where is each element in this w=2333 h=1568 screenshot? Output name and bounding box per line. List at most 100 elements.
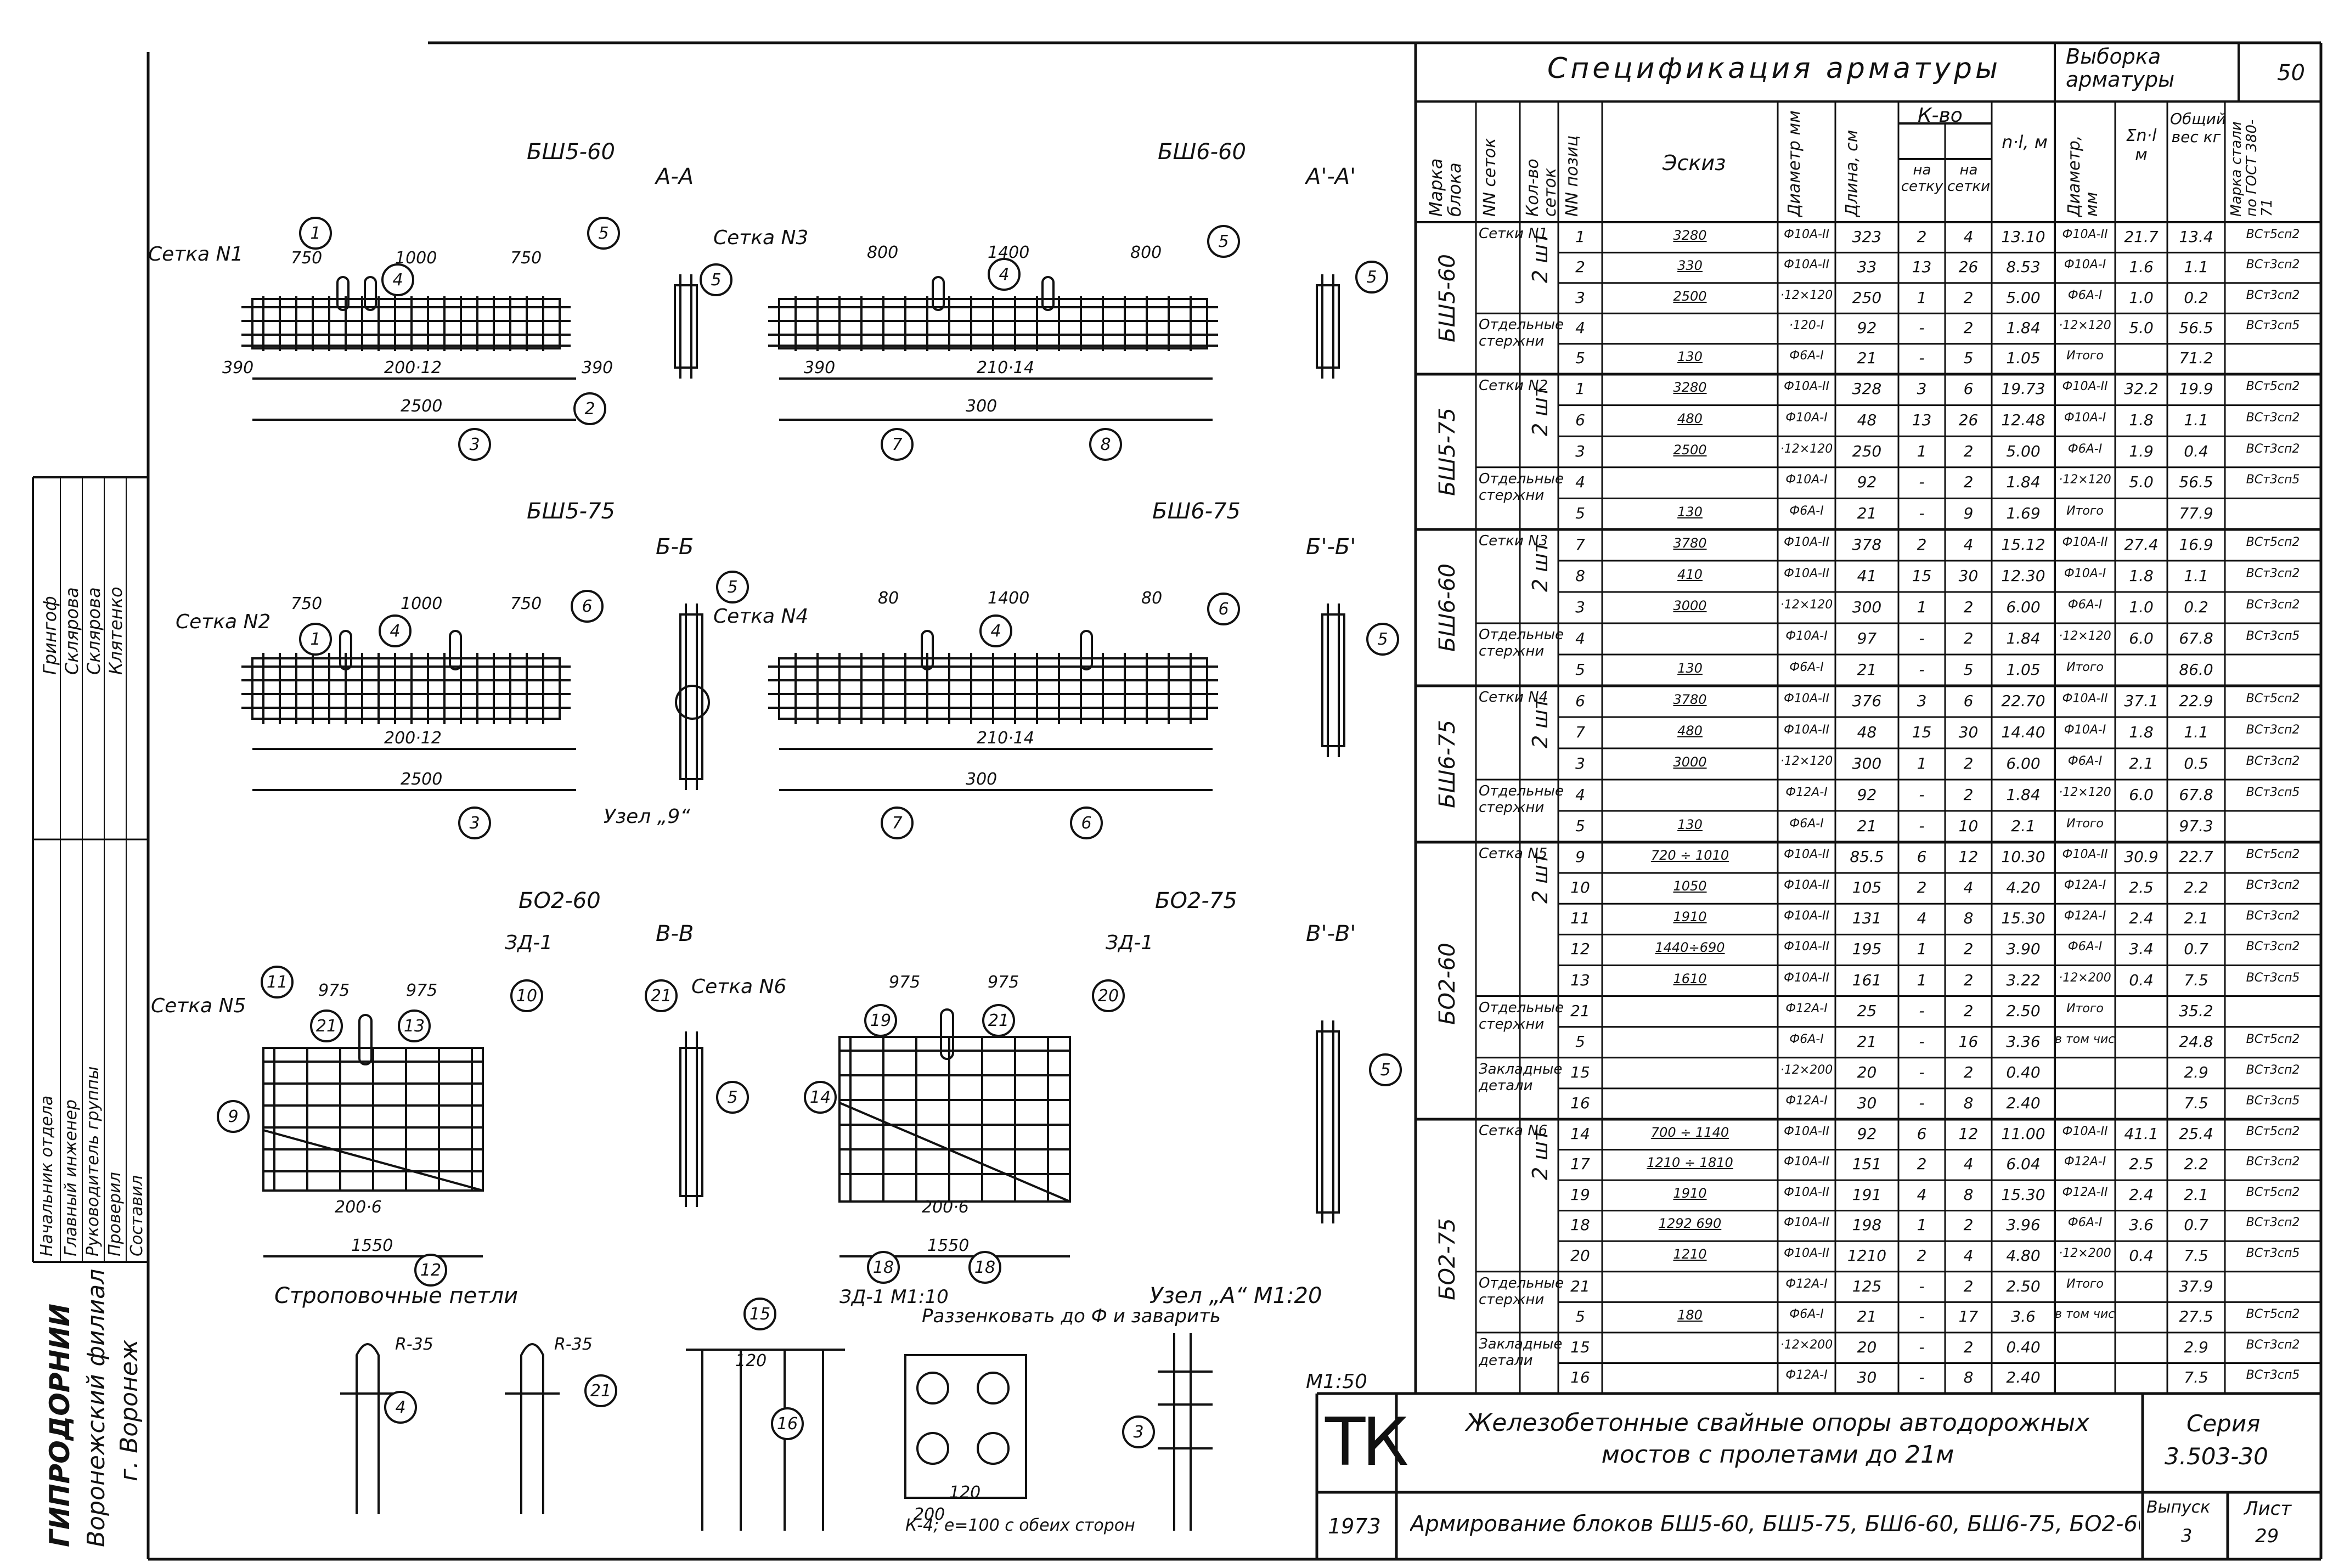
pos-mark: 18 [974,1258,995,1277]
pos-mark: 14 [810,1088,831,1107]
pos-mark: 4 [390,622,400,641]
pos-mark: 13 [404,1017,425,1036]
spec-title: Спецификация арматуры [1547,52,2002,85]
pos-mark: 21 [590,1381,611,1401]
view-title: Строповочные петли [274,1283,518,1308]
view-title: В-В [656,921,694,946]
pos-mark: 6 [1218,600,1229,619]
dim: 800 [1130,243,1162,262]
hdr-s-nl: Σn·l м [2126,126,2157,165]
pos-mark: 5 [598,224,608,243]
dim: 390 [804,358,835,377]
dim: 2500 [401,770,442,789]
view-title: А'-А' [1304,164,1356,189]
dim: 200·12 [384,729,442,748]
view-title: БШ5-60 [527,139,615,165]
pos-mark: 19 [870,1011,891,1030]
dim: 200·6 [922,1198,969,1217]
dim: 975 [406,981,437,1000]
pos-mark: 5 [711,270,721,290]
pos-mark: 6 [1081,814,1091,833]
view-title: Раззенковать до Ф и заварить [922,1305,1221,1327]
dim: 80 [1141,589,1162,608]
view-title: А-А [654,164,694,189]
pos-mark: 12 [420,1261,441,1280]
pos-mark: 9 [228,1107,238,1126]
pos-mark: 16 [777,1414,798,1434]
dim: 975 [988,973,1019,992]
stamp-series-label: Серия [2187,1410,2261,1437]
stamp-issue: 3 [2181,1525,2193,1546]
mesh-label: Сетка N5 [151,995,246,1017]
dim: 750 [510,249,542,268]
pos-mark: 3 [469,435,480,454]
view-title: БО2-60 [519,888,601,913]
dim: 120 [949,1483,980,1502]
view-title: Узел „А“ М1:20 [1149,1283,1322,1308]
pos-mark: 4 [395,1398,405,1417]
hdr-qty-mesh: на сетку [1901,162,1943,195]
dim: 200 [914,1505,945,1524]
pos-mark: 7 [892,435,902,454]
mesh-label: Сетка N2 [176,611,271,633]
dim: 750 [291,594,322,613]
stamp-subtitle: Армирование блоков БШ5-60, БШ5-75, БШ6-6… [1410,1511,2140,1537]
stamp-title: Железобетонные свайные опоры автодорожны… [1466,1409,2090,1469]
pos-mark: 7 [892,814,902,833]
pos-mark: 20 [1098,986,1119,1006]
hdr-qty-all: на сетки [1947,162,1991,195]
dim: 390 [222,358,253,377]
dim: 750 [291,249,322,268]
dim: 1000 [401,594,442,613]
dim: R-35 [554,1335,593,1354]
dim: 210·14 [977,358,1034,377]
pos-mark: 21 [651,986,672,1006]
k4-note: К-4; е=100 с обеих сторон [905,1516,1135,1535]
dim: 200·6 [335,1198,382,1217]
view-title: БШ6-75 [1152,499,1241,524]
mesh-label: Сетка N6 [691,975,786,998]
hdr-sketch: Эскиз [1663,151,1726,175]
view-title: В'-В' [1306,921,1356,946]
dim: 975 [889,973,920,992]
dim: 1000 [395,249,437,268]
dim: 1400 [988,243,1029,262]
stamp-year: 1973 [1328,1514,1381,1538]
pos-mark: 18 [873,1258,894,1277]
dim: 800 [867,243,898,262]
dim: 300 [966,397,997,416]
dim: 750 [510,594,542,613]
dim: 210·14 [977,729,1034,748]
pos-mark: 21 [988,1011,1009,1030]
stamp-series: 3.503-30 [2165,1443,2268,1470]
pos-mark: 6 [582,597,592,616]
pos-mark: 4 [990,622,1001,641]
pos-mark: 11 [267,973,288,992]
pos-mark: 10 [516,986,537,1006]
sheet-ref: 50 [2277,60,2305,86]
dim: 120 [735,1351,767,1370]
dim: 300 [966,770,997,789]
mesh-label: Сетка N1 [148,243,243,266]
pos-mark: 1 [310,224,320,243]
drawings: 1 4 5 2 3 5 7 8 5 5 4 1 4 6 3 5 7 6 6 4 … [148,139,1402,1535]
pos-mark: 1 [310,630,320,649]
pos-mark: 15 [750,1305,770,1324]
pos-mark: 4 [392,270,403,290]
pos-mark: 2 [584,399,595,419]
pos-mark: 5 [1377,630,1388,649]
mesh-label: Сетка N3 [713,227,808,249]
view-title: БО2-75 [1155,888,1237,913]
pos-mark: 5 [1218,232,1229,251]
dim: 390 [582,358,613,377]
pos-mark: 3 [469,814,480,833]
view-title: Б'-Б' [1306,534,1356,560]
mesh-label: Сетка N4 [713,605,808,628]
pos-mark: 8 [1100,435,1111,454]
view-title: БШ5-75 [527,499,615,524]
dim: 2500 [401,397,442,416]
view-title: ЗД-1 М1:10 [839,1286,949,1308]
pos-mark: 21 [316,1017,337,1036]
pos-mark: 5 [727,1088,737,1107]
